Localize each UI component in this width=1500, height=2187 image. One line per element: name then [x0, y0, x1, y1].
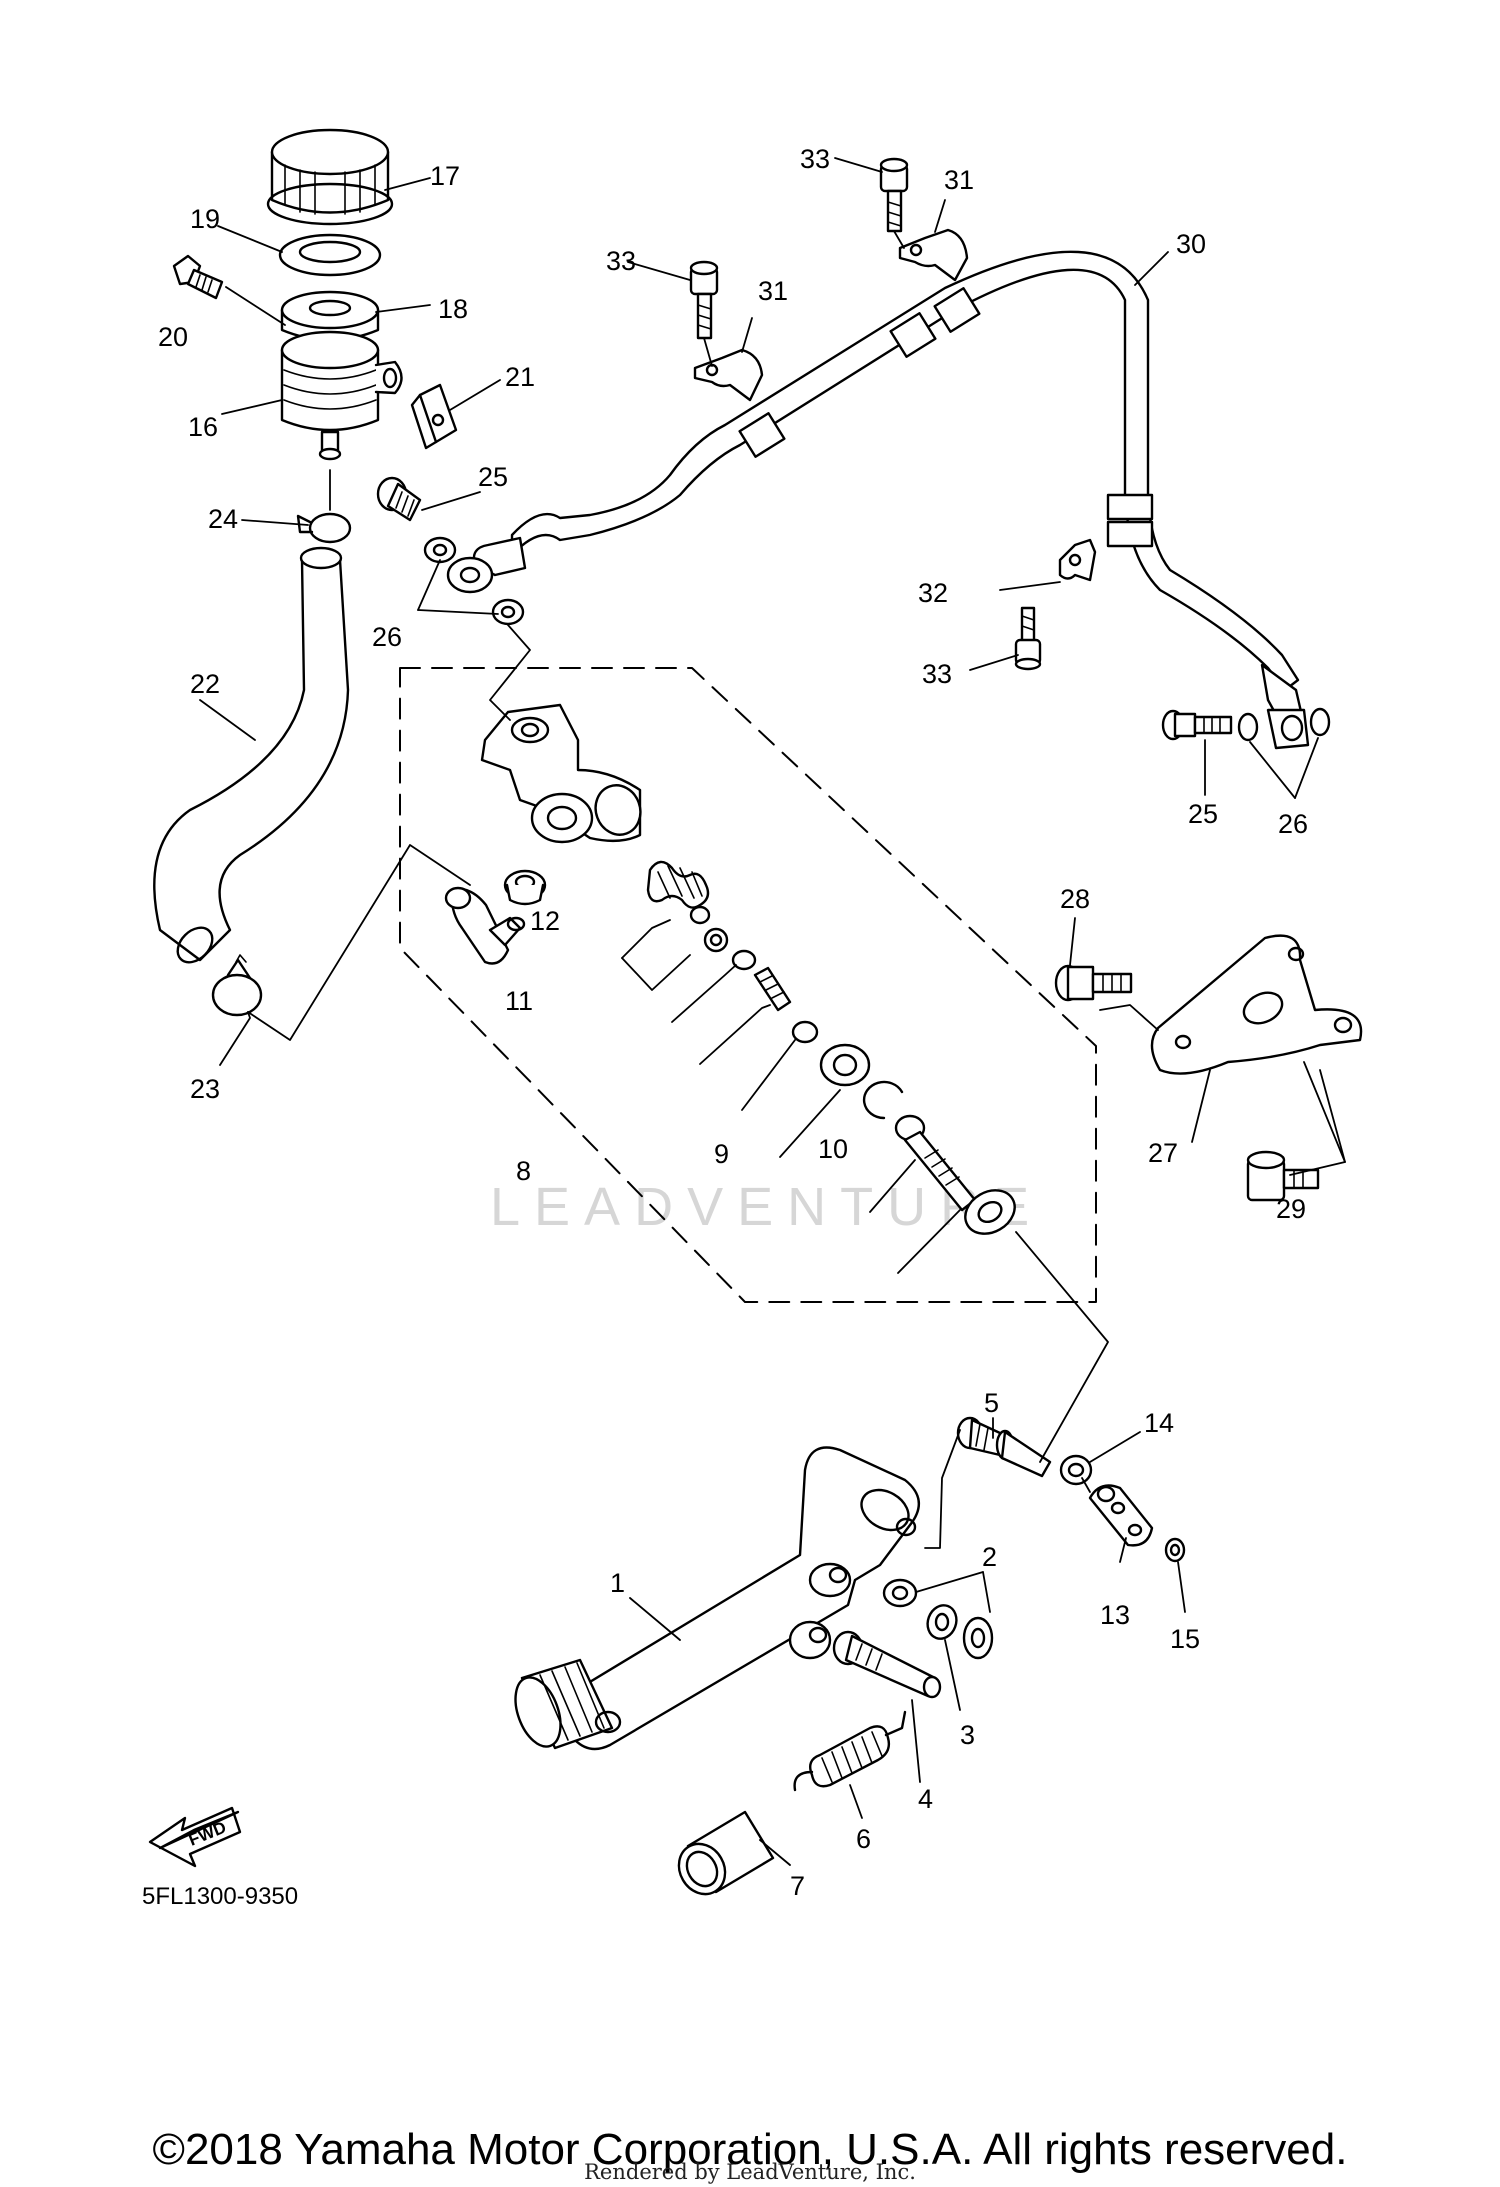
reservoir-body	[280, 330, 403, 461]
callout-33c: 33	[922, 659, 952, 689]
reservoir-clip	[410, 383, 458, 450]
reservoir-bolt	[172, 254, 224, 300]
bolt-28	[1054, 964, 1133, 1002]
callout-1: 1	[610, 1568, 625, 1598]
callout-25b: 25	[1188, 799, 1218, 829]
callout-13: 13	[1100, 1600, 1130, 1630]
reservoir-assembly	[153, 128, 458, 1017]
callout-28: 28	[1060, 884, 1090, 914]
hose-joint	[444, 886, 526, 965]
bolt-33a	[689, 260, 719, 340]
brake-hose	[446, 250, 1310, 750]
callout-16: 16	[188, 412, 218, 442]
callout-6: 6	[856, 1824, 871, 1854]
callout-2: 2	[982, 1542, 997, 1572]
hose-clip-upper	[296, 469, 352, 544]
callout-29: 29	[1276, 1194, 1306, 1224]
washers-2	[882, 1578, 994, 1660]
callout-23: 23	[190, 1074, 220, 1104]
bolt-33c	[1014, 606, 1042, 671]
callout-22: 22	[190, 669, 220, 699]
callout-20: 20	[158, 322, 188, 352]
callout-26a: 26	[372, 622, 402, 652]
callout-14: 14	[1144, 1408, 1174, 1438]
cotter-clip-15	[1164, 1537, 1186, 1563]
hose-clamp-lower	[211, 954, 263, 1017]
push-rod	[894, 1114, 1016, 1235]
pivot-bolt-4	[832, 1630, 942, 1699]
leader-lines	[199, 157, 1346, 1866]
piston	[753, 966, 792, 1012]
callout-labels: 17 19 18 20 21 16 25 24 26 22 23 33 31 3…	[158, 144, 1308, 1901]
hose-clamp-31a	[693, 348, 764, 402]
callout-3: 3	[960, 1720, 975, 1750]
callout-25a: 25	[478, 462, 508, 492]
callout-33b: 33	[606, 246, 636, 276]
spacer-3	[926, 1604, 958, 1640]
hose-clamp-31b	[898, 228, 969, 282]
callout-9: 9	[714, 1139, 729, 1169]
callout-21: 21	[505, 362, 535, 392]
callout-19: 19	[190, 204, 220, 234]
callout-7: 7	[790, 1871, 805, 1901]
copyright-notice: ©2018 Yamaha Motor Corporation, U.S.A. A…	[152, 2125, 1348, 2174]
seal-ring-b	[731, 949, 757, 971]
cup-seal	[703, 927, 729, 953]
callout-33a: 33	[800, 144, 830, 174]
footrest-bracket	[1150, 934, 1363, 1075]
return-spring-6	[793, 1710, 907, 1792]
reservoir-diaphragm	[278, 233, 382, 277]
brake-pedal	[514, 1446, 920, 1751]
seal-ring-a	[689, 905, 711, 925]
reservoir-cap	[266, 128, 394, 226]
piston-washer	[819, 1043, 871, 1087]
circlip	[862, 1080, 904, 1120]
crush-washers-lower	[1237, 707, 1331, 742]
banjo-bolt-lower	[1161, 709, 1233, 741]
clevis-pin-5	[956, 1416, 1052, 1478]
clevis-13	[1088, 1484, 1154, 1547]
reservoir-plate	[280, 290, 380, 342]
callout-10: 10	[818, 1134, 848, 1164]
hose-clamp-32	[1058, 538, 1097, 582]
callout-18: 18	[438, 294, 468, 324]
callout-31b: 31	[758, 276, 788, 306]
spring	[646, 860, 710, 909]
seal-ring-c	[791, 1020, 819, 1044]
callout-24: 24	[208, 504, 238, 534]
nut-14	[1059, 1454, 1093, 1486]
reservoir-hose	[153, 546, 350, 964]
pedal-cover-7	[677, 1810, 775, 1896]
callout-31a: 31	[944, 165, 974, 195]
master-cylinder-assembly	[399, 667, 1097, 1303]
grommet	[503, 869, 547, 906]
banjo-bolt-upper	[376, 476, 422, 522]
bolt-33b	[879, 157, 909, 233]
callout-30: 30	[1176, 229, 1206, 259]
callout-17: 17	[430, 161, 460, 191]
callout-27: 27	[1148, 1138, 1178, 1168]
fwd-arrow-icon: FWD	[148, 1806, 242, 1868]
callout-15: 15	[1170, 1624, 1200, 1654]
part-code: 5FL1300-9350	[142, 1883, 298, 1910]
callout-26b: 26	[1278, 809, 1308, 839]
crush-washers-upper	[423, 536, 525, 626]
rendered-by-credit: Rendered by LeadVenture, Inc.	[584, 2160, 916, 2184]
callout-5: 5	[984, 1388, 999, 1418]
watermark: LEADVENTURE	[490, 1177, 1043, 1237]
callout-12: 12	[530, 906, 560, 936]
bolt-29	[1246, 1150, 1320, 1202]
callout-11: 11	[505, 986, 533, 1016]
callout-8: 8	[516, 1156, 531, 1186]
callout-32: 32	[918, 578, 948, 608]
callout-4: 4	[918, 1784, 933, 1814]
